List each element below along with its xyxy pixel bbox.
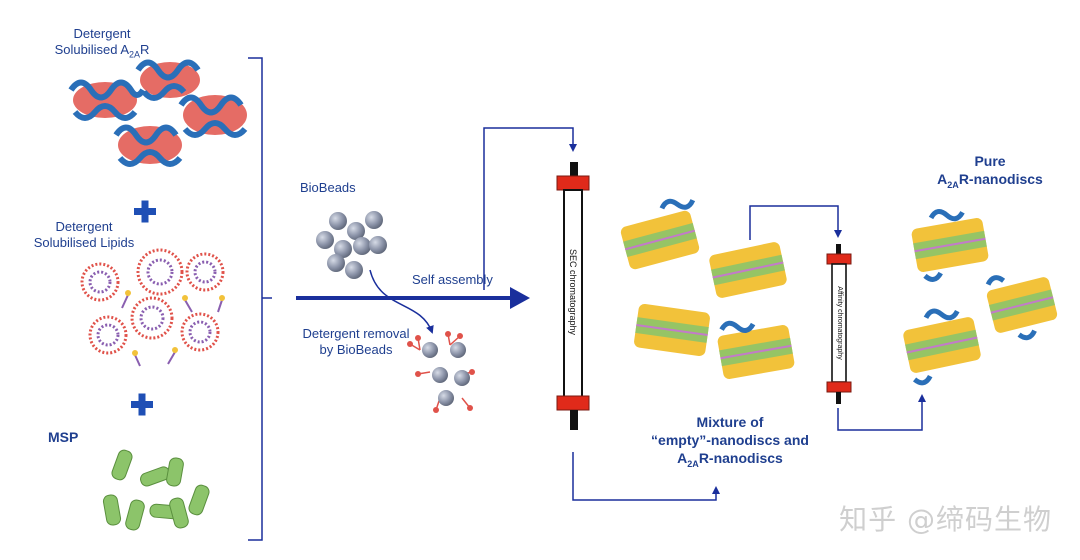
plus-icon: [134, 200, 156, 223]
msp-proteins-group: [102, 449, 210, 531]
grouping-bracket: [248, 57, 263, 541]
self-assembly-arrowhead: [510, 287, 530, 309]
biobeads-label: BioBeads: [300, 180, 356, 195]
pure-a: A: [937, 171, 948, 187]
biobeads-with-detergent: [407, 331, 475, 413]
affinity-column-label: Affinity chromatography: [836, 286, 843, 360]
pure-label: Pure A2AR-nanodiscs: [925, 152, 1055, 194]
mixture-a: A: [677, 450, 688, 466]
mixture-line2: “empty”-nanodiscs and: [651, 432, 809, 448]
mixture-line3: A2AR-nanodiscs: [640, 449, 820, 473]
detergent-lipids-line1: Detergent: [55, 219, 113, 234]
pure-line1: Pure: [974, 153, 1006, 169]
to-pure-connector: [837, 394, 926, 431]
detergent-receptor-a: Solubilised A: [54, 42, 130, 57]
detergent-receptor-line2: Solubilised A2AR: [42, 42, 162, 63]
detergent-receptor-group: [68, 59, 248, 167]
pure-nanodiscs: [903, 209, 1058, 386]
detergent-lipids-line2: Solubilised Lipids: [33, 235, 135, 250]
mixture-nanodiscs: [620, 198, 795, 379]
to-affinity-connector: [749, 205, 842, 240]
biobeads-cluster: [316, 211, 387, 279]
pure-sub: 2A: [947, 179, 959, 190]
mixture-line1: Mixture of: [696, 414, 764, 430]
lipid-micelles-group: [80, 248, 225, 355]
to-mixture-connector: [572, 452, 720, 501]
detergent-removal-line1: Detergent removal: [302, 326, 410, 341]
mixture-sub: 2A: [687, 458, 699, 469]
sec-column-label: SEC chromatography: [568, 248, 578, 336]
mixture-r: R-nanodiscs: [698, 450, 783, 466]
detergent-receptor-line1: Detergent: [73, 26, 131, 41]
affinity-column: [826, 244, 852, 404]
removal-arrow: [369, 269, 434, 334]
msp-label: MSP: [48, 429, 79, 445]
sec-column: [556, 162, 590, 430]
free-lipids: [121, 290, 225, 367]
self-assembly-label: Self assembly: [412, 272, 493, 287]
pure-r: R-nanodiscs: [958, 171, 1043, 187]
plus-icon: [131, 393, 153, 416]
detergent-receptor-sub: 2A: [129, 49, 141, 60]
to-sec-connector: [483, 127, 577, 290]
pure-line2: A2AR-nanodiscs: [925, 170, 1055, 194]
detergent-removal-line2: by BioBeads: [319, 342, 393, 357]
detergent-receptor-label: Detergent Solubilised A2AR: [42, 26, 162, 63]
watermark: 知乎 @缔码生物: [839, 503, 1052, 536]
detergent-receptor-r: R: [140, 42, 150, 57]
detergent-removal-label: Detergent removal by BioBeads: [296, 326, 416, 358]
mixture-label: Mixture of “empty”-nanodiscs and A2AR-na…: [640, 413, 820, 473]
detergent-lipids-label: Detergent Solubilised Lipids: [14, 219, 154, 251]
